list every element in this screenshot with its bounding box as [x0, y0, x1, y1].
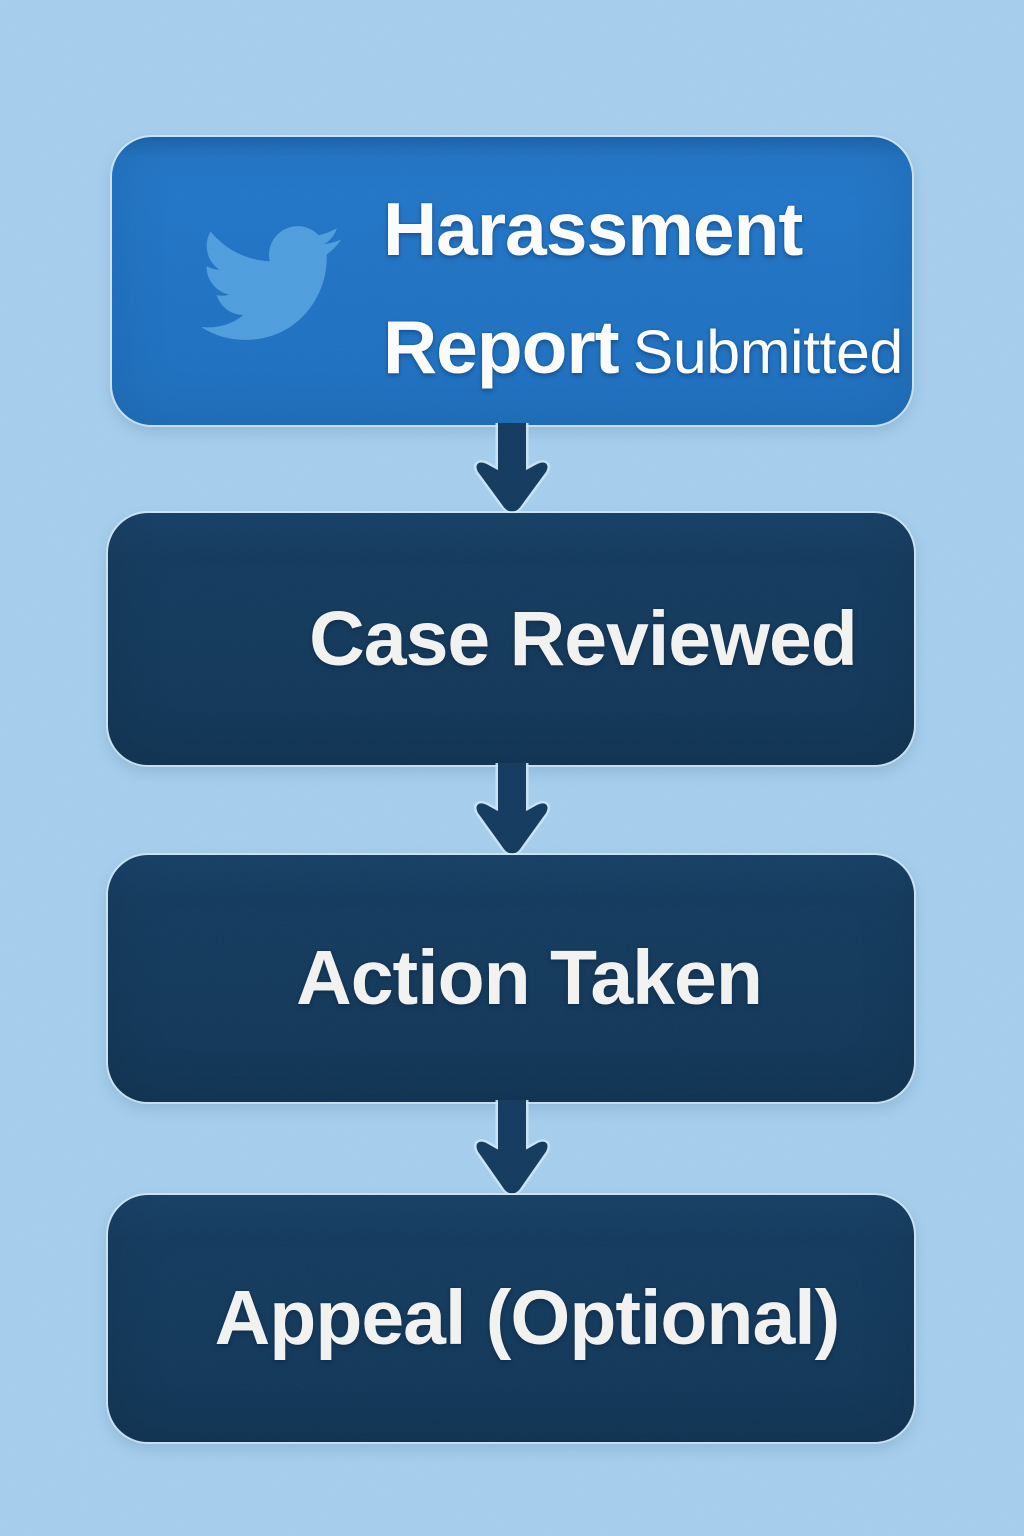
- label-report: Report: [383, 305, 620, 389]
- connector-2: [467, 753, 557, 857]
- step-label-line1: Harassment: [383, 181, 903, 299]
- connector-3: [467, 1089, 557, 1197]
- connector-1: [467, 413, 557, 515]
- down-arrow-icon: [473, 413, 551, 515]
- step-label-appeal-optional: Appeal (Optional): [214, 1275, 841, 1361]
- step-box-action-taken: Action Taken: [108, 855, 914, 1102]
- down-arrow-icon: [473, 753, 551, 856]
- twitter-bird-icon: [201, 226, 341, 340]
- label-submitted: Submitted: [632, 318, 904, 386]
- step-label-action-taken: Action Taken: [296, 935, 763, 1021]
- step-label-case-reviewed: Case Reviewed: [309, 595, 858, 682]
- label-harassment: Harassment: [383, 187, 803, 271]
- step-box-appeal-optional: Appeal (Optional): [108, 1195, 914, 1442]
- down-arrow-icon: [473, 1089, 551, 1196]
- step-box-case-reviewed: Case Reviewed: [108, 513, 914, 765]
